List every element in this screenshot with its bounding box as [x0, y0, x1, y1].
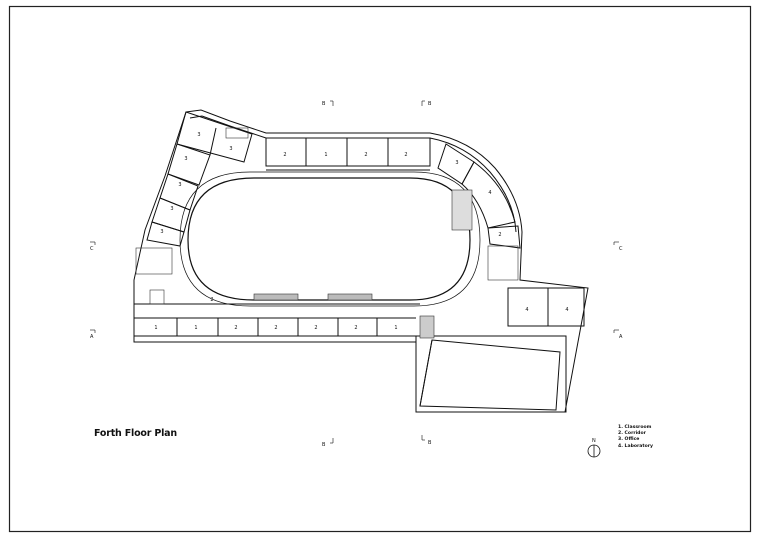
room-label: 2 — [210, 297, 213, 303]
section-marker: B — [428, 440, 432, 446]
section-marker: C — [90, 246, 94, 252]
building-outline — [133, 109, 589, 413]
north-arrow-icon: N — [587, 438, 601, 458]
room-label: 1 — [154, 325, 157, 331]
sheet-border — [8, 5, 752, 533]
room-label: 1 — [194, 325, 197, 331]
room-label: 2 — [274, 325, 277, 331]
section-markers: B B B B C C A A — [90, 100, 623, 448]
room-label: 2 — [364, 152, 367, 158]
section-marker: B — [428, 101, 432, 107]
outer-wall — [133, 109, 589, 413]
room-label: 3 — [229, 146, 232, 152]
legend-item: 3. Office — [618, 437, 640, 443]
room-label: 3 — [184, 156, 187, 162]
stairs — [135, 127, 519, 339]
section-marker: A — [619, 334, 623, 340]
room-label: 4 — [488, 190, 491, 196]
legend-item: 1. Classroom — [618, 425, 652, 430]
room-label: 2 — [234, 325, 237, 331]
room-label: 4 — [565, 307, 568, 313]
room-label: 3 — [170, 206, 173, 212]
central-courtyard — [179, 171, 481, 307]
plan-title: Forth Floor Plan — [94, 428, 177, 439]
section-marker: B — [322, 442, 326, 448]
room-label: 2 — [283, 152, 286, 158]
room-label: 4 — [525, 307, 528, 313]
room-label: 2 — [314, 325, 317, 331]
room-label: 1 — [324, 152, 327, 158]
room-label: 1 — [394, 325, 397, 331]
section-marker: A — [90, 334, 94, 340]
room-label: 3 — [160, 229, 163, 235]
legend-item: 2. Corridor — [618, 431, 646, 437]
room-label: 3 — [178, 182, 181, 188]
room-label: 2 — [404, 152, 407, 158]
section-marker: C — [619, 246, 623, 252]
legend-item: 4. Laboratory — [618, 443, 653, 449]
section-marker: B — [322, 101, 326, 107]
room-label: 3 — [455, 160, 458, 166]
north-label: N — [592, 438, 596, 444]
room-label: 3 — [197, 132, 200, 138]
room-label: 2 — [354, 325, 357, 331]
room-label: 2 — [498, 232, 501, 238]
room-labels: 3 3 3 3 3 3 2 1 2 2 3 4 2 1 1 2 2 2 2 1 … — [154, 132, 568, 331]
legend: 1. Classroom 2. Corridor 3. Office 4. La… — [618, 425, 653, 450]
